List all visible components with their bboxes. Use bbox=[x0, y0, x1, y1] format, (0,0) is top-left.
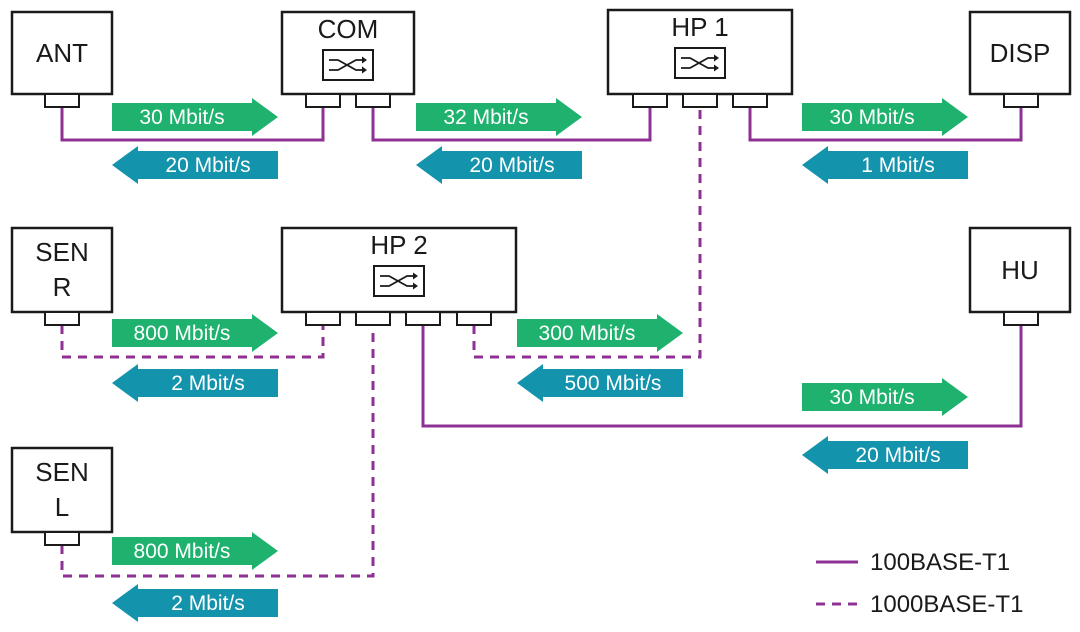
node-label: R bbox=[53, 272, 72, 302]
backward-rate-arrow-label: 20 Mbit/s bbox=[469, 154, 554, 177]
forward-rate-arrow-label: 30 Mbit/s bbox=[829, 386, 914, 409]
node-box bbox=[968, 10, 1072, 96]
forward-rate-arrow: 800 Mbit/s bbox=[112, 532, 278, 570]
forward-rate-arrow: 30 Mbit/s bbox=[802, 378, 968, 416]
node-label: SEN bbox=[35, 457, 88, 487]
forward-rate-arrow-shape bbox=[517, 314, 683, 352]
link-sen_r-hp2 bbox=[60, 325, 325, 359]
switch-icon bbox=[373, 265, 425, 297]
node-disp: DISP bbox=[968, 10, 1072, 108]
node-label: L bbox=[55, 492, 69, 522]
backward-rate-arrow-label: 500 Mbit/s bbox=[565, 372, 662, 395]
node-label: COM bbox=[318, 14, 379, 44]
backward-rate-arrow-label: 1 Mbit/s bbox=[861, 154, 935, 177]
port bbox=[632, 93, 668, 108]
forward-rate-arrow-shape bbox=[112, 314, 278, 352]
link-hp2-hu bbox=[421, 325, 1023, 428]
port bbox=[44, 311, 80, 326]
forward-rate-arrow-label: 800 Mbit/s bbox=[134, 322, 231, 345]
node-box bbox=[968, 226, 1072, 314]
link-sen_l-hp2 bbox=[60, 325, 375, 578]
switch-icon bbox=[674, 47, 726, 79]
legend-label: 100BASE-T1 bbox=[870, 549, 1010, 576]
port bbox=[355, 311, 391, 326]
port bbox=[456, 311, 492, 326]
port bbox=[44, 531, 80, 546]
backward-rate-arrow: 20 Mbit/s bbox=[112, 146, 278, 184]
backward-rate-arrow-label: 20 Mbit/s bbox=[165, 154, 250, 177]
backward-rate-arrow-shape bbox=[112, 364, 278, 402]
forward-rate-arrow-label: 30 Mbit/s bbox=[829, 106, 914, 129]
forward-rate-arrow-shape bbox=[802, 98, 968, 136]
legend: 100BASE-T1 1000BASE-T1 bbox=[816, 549, 1023, 618]
forward-rate-arrow: 300 Mbit/s bbox=[517, 314, 683, 352]
backward-rate-arrow-shape bbox=[112, 584, 278, 622]
forward-rate-arrow-shape bbox=[112, 532, 278, 570]
backward-rate-arrow-label: 20 Mbit/s bbox=[855, 444, 940, 467]
port bbox=[1003, 311, 1039, 326]
forward-rate-arrow: 800 Mbit/s bbox=[112, 314, 278, 352]
forward-rate-arrow-label: 30 Mbit/s bbox=[139, 106, 224, 129]
node-label: ANT bbox=[36, 38, 88, 68]
backward-rate-arrow-label: 2 Mbit/s bbox=[171, 592, 245, 615]
node-box bbox=[10, 226, 114, 314]
forward-rate-arrow-label: 32 Mbit/s bbox=[443, 106, 528, 129]
node-hu: HU bbox=[968, 226, 1072, 326]
link-ant-com bbox=[60, 107, 325, 142]
backward-rate-arrow-shape bbox=[416, 146, 582, 184]
port bbox=[355, 93, 391, 108]
node-label: HP 2 bbox=[370, 230, 427, 260]
forward-rate-arrow-label: 300 Mbit/s bbox=[539, 322, 636, 345]
node-hp1: HP 1 bbox=[606, 8, 794, 108]
switch-icon bbox=[322, 49, 374, 81]
backward-rate-arrow-shape bbox=[112, 146, 278, 184]
port bbox=[405, 311, 441, 326]
backward-rate-arrow-shape bbox=[802, 146, 968, 184]
node-hp2: HP 2 bbox=[280, 226, 518, 326]
backward-rate-arrow: 20 Mbit/s bbox=[416, 146, 582, 184]
backward-rate-arrow: 1 Mbit/s bbox=[802, 146, 968, 184]
node-label: DISP bbox=[990, 38, 1051, 68]
backward-rate-arrow: 2 Mbit/s bbox=[112, 584, 278, 622]
port bbox=[44, 93, 80, 108]
port bbox=[305, 311, 341, 326]
backward-rate-arrow: 500 Mbit/s bbox=[517, 364, 683, 402]
node-sen-r: SEN R bbox=[10, 226, 114, 326]
node-label: HU bbox=[1001, 255, 1039, 285]
link-com-hp1 bbox=[371, 107, 652, 142]
backward-rate-arrow-label: 2 Mbit/s bbox=[171, 372, 245, 395]
forward-rate-arrow-label: 800 Mbit/s bbox=[134, 540, 231, 563]
forward-rate-arrow: 30 Mbit/s bbox=[112, 98, 278, 136]
backward-rate-arrow-shape bbox=[517, 364, 683, 402]
link-hp1-disp bbox=[748, 107, 1023, 142]
forward-rate-arrow-shape bbox=[112, 98, 278, 136]
port bbox=[732, 93, 768, 108]
node-com: COM bbox=[280, 10, 416, 108]
links-layer bbox=[60, 107, 1023, 578]
backward-rate-arrow: 20 Mbit/s bbox=[802, 436, 968, 474]
link-hp2-hp1 bbox=[472, 107, 702, 359]
node-label: SEN bbox=[35, 237, 88, 267]
node-ant: ANT bbox=[10, 10, 114, 108]
forward-rate-arrow: 30 Mbit/s bbox=[802, 98, 968, 136]
forward-rate-arrow-shape bbox=[416, 98, 582, 136]
port bbox=[305, 93, 341, 108]
forward-rate-arrow-shape bbox=[802, 378, 968, 416]
port bbox=[682, 93, 718, 108]
node-sen-l: SEN L bbox=[10, 446, 114, 546]
node-label: HP 1 bbox=[671, 12, 728, 42]
legend-label: 1000BASE-T1 bbox=[870, 591, 1023, 618]
forward-rate-arrow: 32 Mbit/s bbox=[416, 98, 582, 136]
backward-rate-arrow-shape bbox=[802, 436, 968, 474]
backward-rate-arrow: 2 Mbit/s bbox=[112, 364, 278, 402]
port bbox=[1003, 93, 1039, 108]
